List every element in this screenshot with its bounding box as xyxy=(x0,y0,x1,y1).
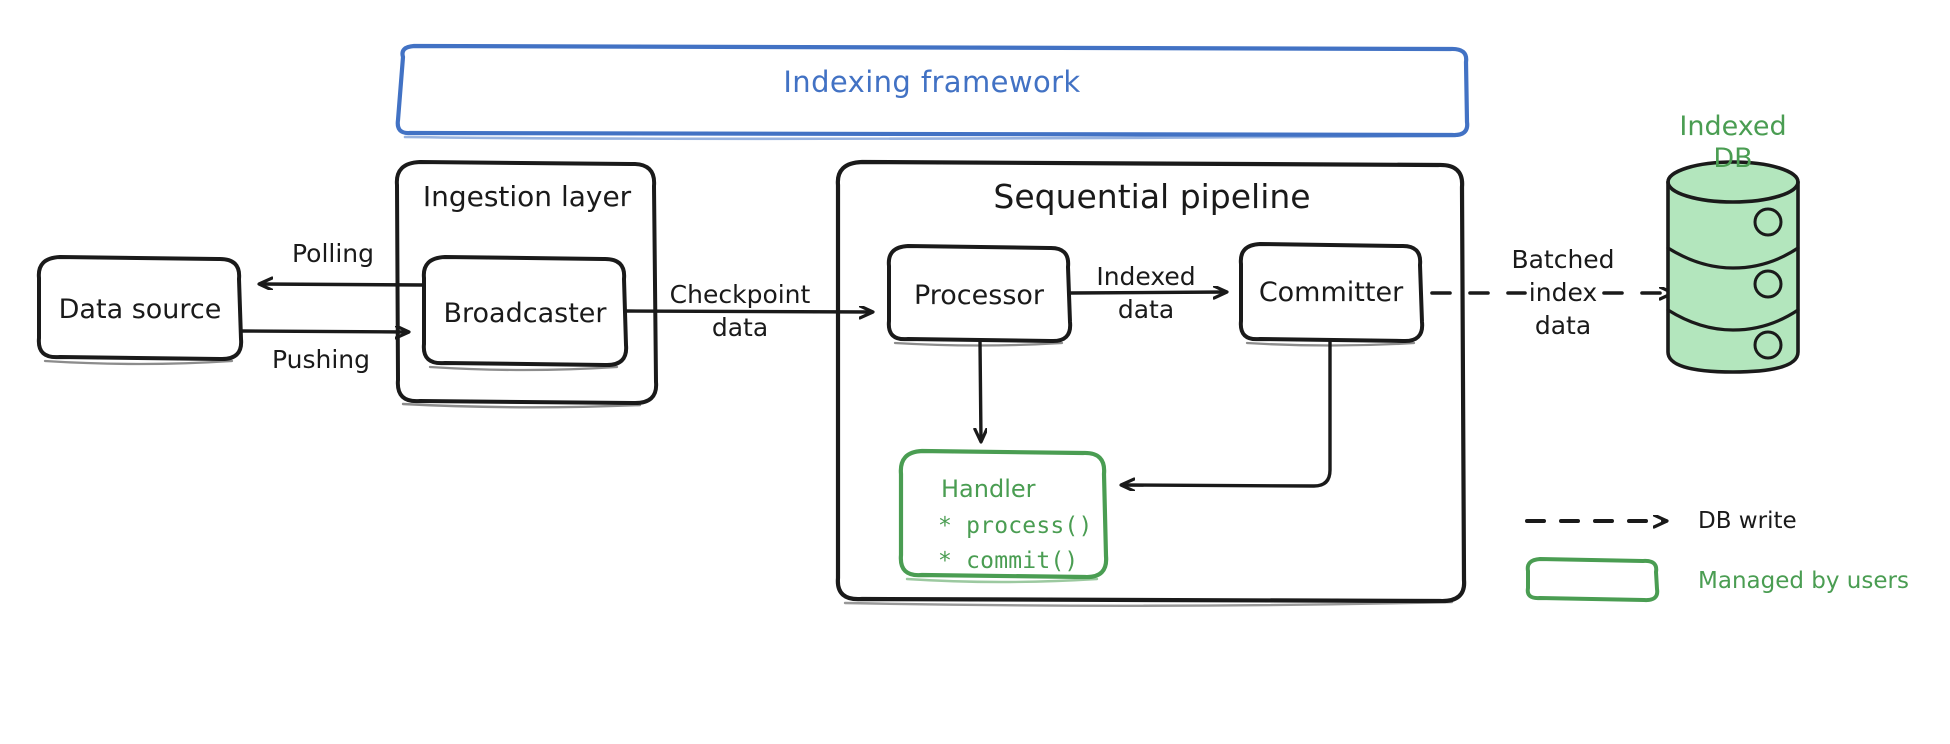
broadcaster-label: Broadcaster xyxy=(443,298,607,329)
indexed-db-shape xyxy=(1666,160,1800,374)
indexed-db-label-line2: DB xyxy=(1713,143,1753,174)
edge-polling-label: Polling xyxy=(291,239,375,268)
data-source-label: Data source xyxy=(58,294,222,325)
edge-checkpoint-data xyxy=(624,311,872,312)
edge-indexed-data-label-line2: data xyxy=(1117,295,1175,324)
data-source-shape xyxy=(36,255,244,366)
committer-label: Committer xyxy=(1258,277,1404,308)
legend-item-db-write-label: DB write xyxy=(1698,508,1797,534)
edge-indexed-data-label-line1: Indexed xyxy=(1096,262,1196,291)
legend-green-box-sample xyxy=(1525,557,1660,603)
edge-committer-handler xyxy=(1122,339,1332,486)
ingestion-layer-label: Ingestion layer xyxy=(422,180,632,213)
framework-banner-label: Indexing framework xyxy=(783,65,1081,99)
processor-label: Processor xyxy=(913,280,1045,311)
broadcaster-shape xyxy=(421,255,629,372)
framework-banner-shape xyxy=(395,43,1470,141)
edge-processor-handler xyxy=(980,339,981,441)
edge-batched-label-line1: Batched xyxy=(1511,245,1615,274)
handler-method-commit: * commit() xyxy=(938,548,1079,574)
edge-batched-label-line3: data xyxy=(1534,311,1592,340)
indexed-db-label-line1: Indexed xyxy=(1679,111,1787,142)
edge-pushing-label: Pushing xyxy=(271,345,371,374)
handler-shape xyxy=(898,448,1109,584)
sequential-pipeline-shape xyxy=(835,159,1467,607)
edge-checkpoint-data-label-line2: data xyxy=(711,313,769,342)
edge-checkpoint-data-label-line1: Checkpoint xyxy=(669,280,811,309)
handler-method-process: * process() xyxy=(938,513,1093,539)
ingestion-layer-shape xyxy=(394,160,659,409)
edge-polling xyxy=(260,284,426,285)
edge-pushing xyxy=(239,331,408,332)
edge-batched-label-line2: index xyxy=(1528,278,1598,307)
sequential-pipeline-label: Sequential pipeline xyxy=(993,177,1311,216)
handler-title: Handler xyxy=(941,475,1036,503)
legend-item-managed-by-users-label: Managed by users xyxy=(1698,568,1909,594)
edge-indexed-data xyxy=(1068,292,1226,293)
